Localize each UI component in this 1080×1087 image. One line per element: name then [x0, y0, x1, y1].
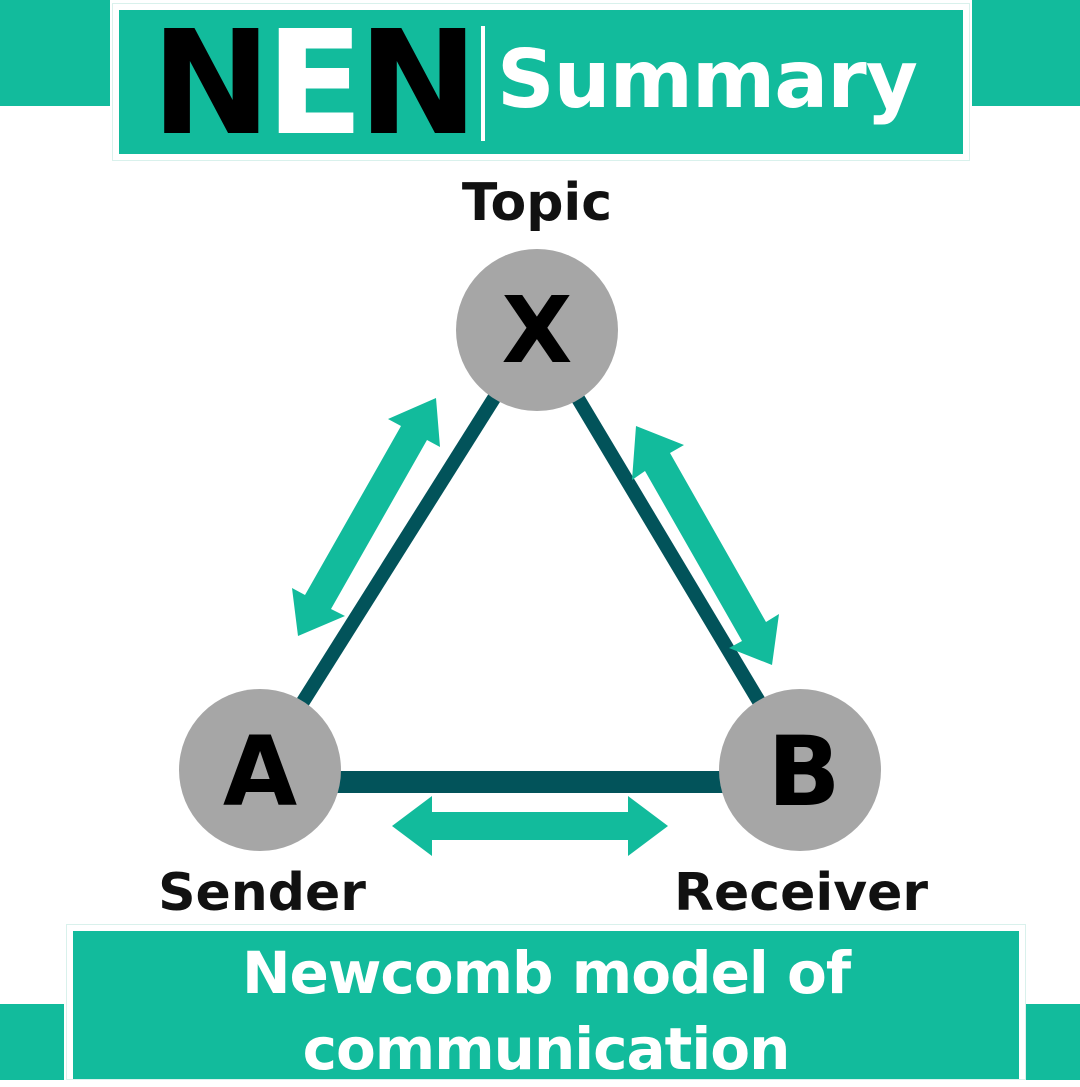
- footer-banner-fill: Newcomb model of communication: [73, 931, 1019, 1083]
- node-x-letter: X: [502, 277, 573, 384]
- decor-tab-bottom-left: [0, 1004, 64, 1080]
- caption-line-1: Newcomb model of: [241, 939, 851, 1007]
- edge-x-a: [254, 326, 543, 774]
- node-a-letter: A: [223, 716, 297, 828]
- header-divider: [481, 26, 485, 141]
- diagram-caption: Newcomb model of communication: [73, 935, 1019, 1087]
- brand-letter-2: E: [265, 0, 364, 167]
- brand-logo: N E N: [151, 0, 478, 167]
- double-arrow-x-b: [632, 426, 779, 665]
- node-b-role-label: Receiver: [674, 863, 928, 923]
- caption-line-2: communication: [302, 1015, 791, 1083]
- node-a-circle: [179, 689, 341, 851]
- header-banner: N E N Summary: [112, 3, 970, 161]
- node-b-circle: [719, 689, 881, 851]
- node-a-role-label: Sender: [158, 863, 366, 923]
- header-subtitle: Summary: [497, 33, 918, 126]
- double-arrow-x-a: [292, 398, 440, 636]
- node-x-circle: [456, 249, 618, 411]
- edge-x-b: [530, 326, 807, 774]
- node-x-role-label: Topic: [462, 173, 612, 233]
- decor-tab-bottom-right: [1026, 1004, 1080, 1080]
- footer-banner: Newcomb model of communication: [66, 924, 1026, 1083]
- node-b-letter: B: [767, 716, 840, 828]
- decor-tab-top-right: [972, 0, 1080, 106]
- brand-letter-1: N: [151, 0, 271, 167]
- double-arrow-a-b: [392, 796, 668, 856]
- brand-letter-3: N: [357, 0, 478, 167]
- decor-tab-top-left: [0, 0, 110, 106]
- header-banner-fill: N E N Summary: [119, 0, 963, 167]
